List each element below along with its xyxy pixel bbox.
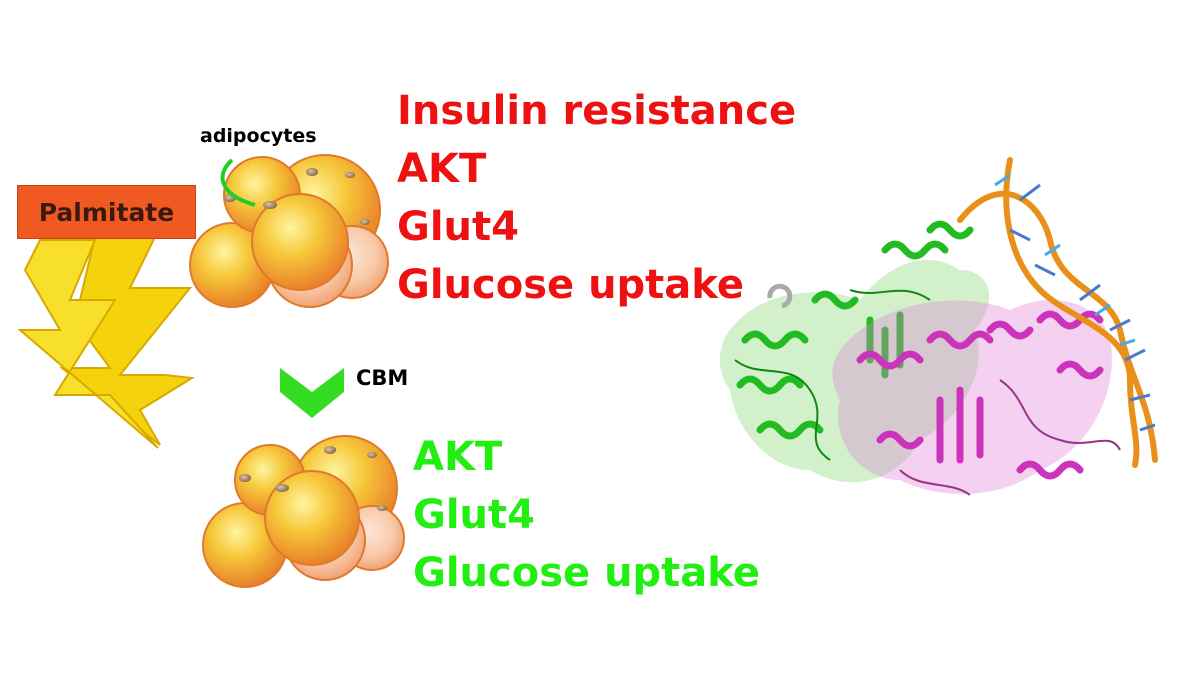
- before-effect-insulin-resistance: Insulin resistance: [397, 88, 797, 134]
- lightning-bolt-icon: [17, 236, 196, 449]
- adipocyte-cluster-icon: [189, 154, 389, 308]
- before-effects-list: Insulin resistance AKT Glut4 Glucose upt…: [397, 82, 796, 314]
- palmitate-label: Palmitate: [38, 197, 175, 227]
- palmitate-label-box: Palmitate: [17, 185, 196, 239]
- protein-dna-structure-icon: [719, 157, 1158, 496]
- chevron-down-arrow-icon: [280, 368, 344, 418]
- before-effect-glut4: Glut4: [397, 204, 519, 250]
- before-effect-akt: AKT: [397, 146, 487, 192]
- adipocytes-label: adipocytes: [200, 125, 317, 147]
- adipocyte-cluster-icon-lower: [202, 435, 405, 588]
- cbm-label: CBM: [356, 366, 409, 390]
- after-effect-akt: AKT: [413, 434, 503, 480]
- adipocytes-pointer: [220, 158, 256, 207]
- after-effect-glut4: Glut4: [413, 492, 535, 538]
- before-effect-glucose-uptake: Glucose uptake: [397, 262, 744, 308]
- after-effects-list: AKT Glut4 Glucose uptake: [413, 428, 760, 602]
- after-effect-glucose-uptake: Glucose uptake: [413, 550, 760, 596]
